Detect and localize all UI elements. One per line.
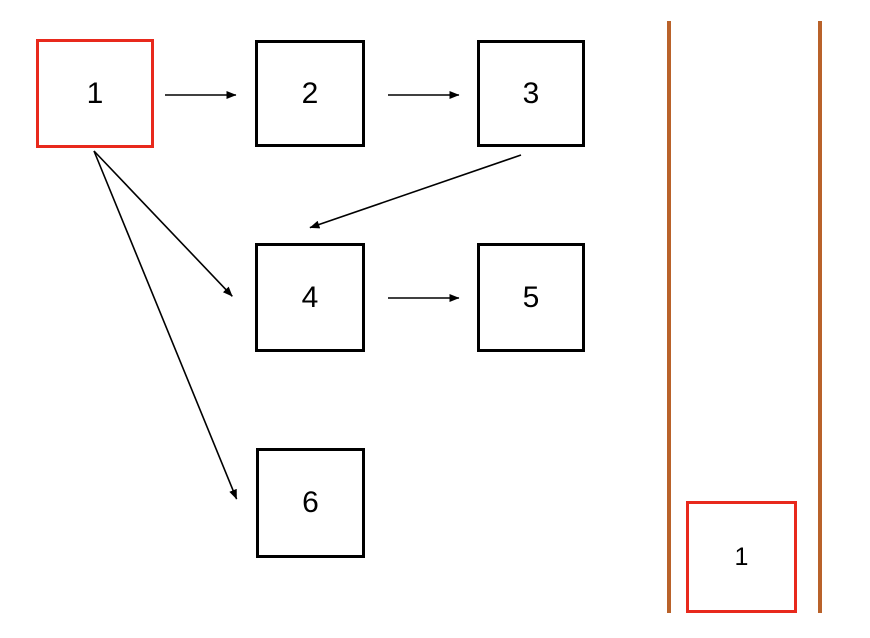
graph-edge-n1-to-n6 xyxy=(93,150,238,500)
graph-node-2-label: 2 xyxy=(301,76,319,110)
side-panel-left-divider xyxy=(667,21,671,613)
graph-node-6[interactable]: 6 xyxy=(256,448,365,558)
graph-node-5-label: 5 xyxy=(522,280,540,314)
graph-node-3[interactable]: 3 xyxy=(477,40,585,147)
graph-node-5[interactable]: 5 xyxy=(477,243,585,352)
graph-node-4-label: 4 xyxy=(301,280,319,314)
graph-node-2[interactable]: 2 xyxy=(255,40,365,147)
graph-node-1-label: 1 xyxy=(86,76,104,110)
graph-node-3-label: 3 xyxy=(522,76,540,110)
graph-node-4[interactable]: 4 xyxy=(255,243,365,352)
graph-node-6-label: 6 xyxy=(302,486,319,519)
graph-edge-n1-to-n4 xyxy=(93,150,233,297)
graph-node-1[interactable]: 1 xyxy=(36,39,154,148)
side-panel-selected-node[interactable]: 1 xyxy=(686,501,797,613)
side-panel-right-divider xyxy=(818,21,822,613)
side-panel-selected-node-label: 1 xyxy=(734,542,749,571)
graph-edge-n3-to-n4 xyxy=(309,154,522,229)
